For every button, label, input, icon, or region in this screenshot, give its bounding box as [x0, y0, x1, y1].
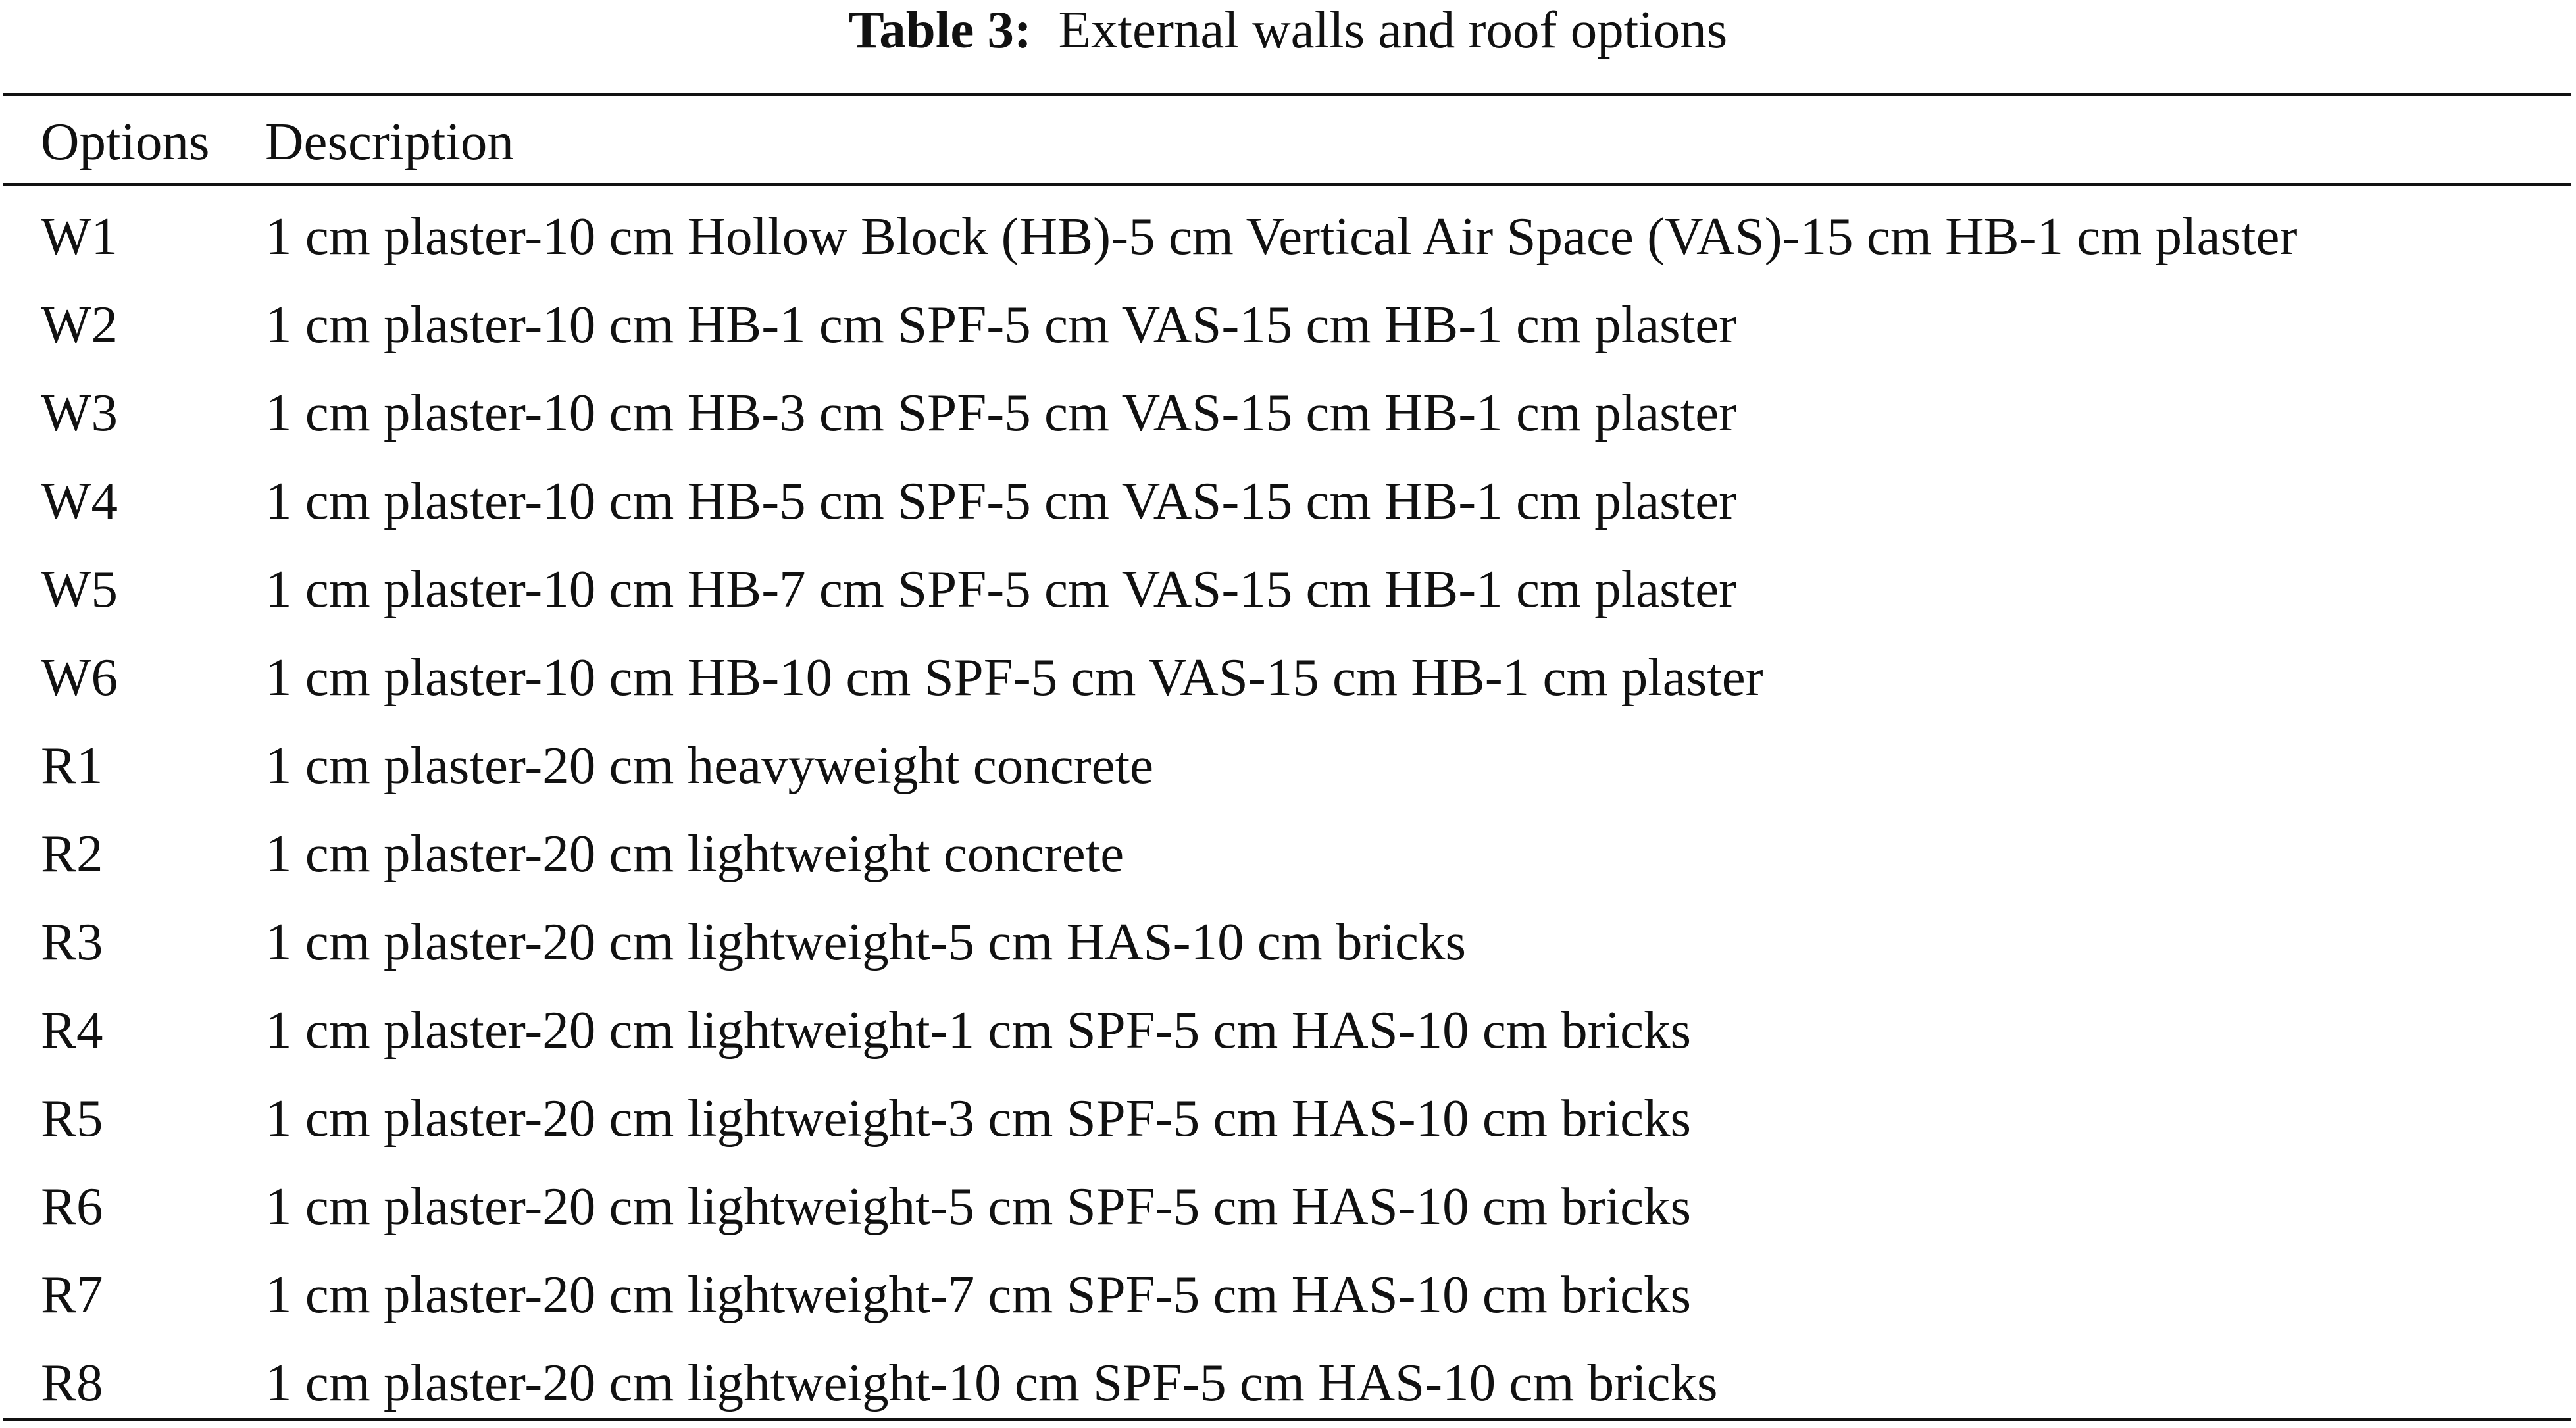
row-option: W3	[41, 383, 118, 442]
row-description: 1 cm plaster-20 cm lightweight concrete	[265, 824, 1124, 883]
table-row: R8 1 cm plaster-20 cm lightweight-10 cm …	[0, 1339, 2576, 1427]
row-option: W6	[41, 648, 118, 707]
table-header-row: Options Description	[0, 104, 2576, 192]
row-option: W5	[41, 559, 118, 619]
row-description: 1 cm plaster-20 cm heavyweight concrete	[265, 736, 1154, 795]
row-description: 1 cm plaster-20 cm lightweight-3 cm SPF-…	[265, 1088, 1692, 1148]
row-option: R4	[41, 1000, 103, 1059]
header-description: Description	[265, 112, 514, 171]
table-row: W4 1 cm plaster-10 cm HB-5 cm SPF-5 cm V…	[0, 457, 2576, 545]
table-row: R3 1 cm plaster-20 cm lightweight-5 cm H…	[0, 898, 2576, 986]
row-description: 1 cm plaster-10 cm HB-7 cm SPF-5 cm VAS-…	[265, 559, 1737, 619]
table-caption-label: Table 3:	[848, 0, 1032, 59]
row-description: 1 cm plaster-10 cm HB-3 cm SPF-5 cm VAS-…	[265, 383, 1737, 442]
row-description: 1 cm plaster-20 cm lightweight-10 cm SPF…	[265, 1353, 1718, 1412]
table-row: R7 1 cm plaster-20 cm lightweight-7 cm S…	[0, 1250, 2576, 1339]
table-bottom-rule	[3, 1418, 2571, 1421]
row-description: 1 cm plaster-10 cm Hollow Block (HB)-5 c…	[265, 207, 2298, 266]
row-option: R7	[41, 1265, 103, 1324]
row-option: R5	[41, 1088, 103, 1148]
row-description: 1 cm plaster-20 cm lightweight-5 cm SPF-…	[265, 1177, 1692, 1236]
row-description: 1 cm plaster-20 cm lightweight-7 cm SPF-…	[265, 1265, 1692, 1324]
table-caption: Table 3: External walls and roof options	[0, 0, 2576, 66]
row-description: 1 cm plaster-20 cm lightweight-5 cm HAS-…	[265, 912, 1466, 971]
table-row: W1 1 cm plaster-10 cm Hollow Block (HB)-…	[0, 192, 2576, 280]
row-description: 1 cm plaster-20 cm lightweight-1 cm SPF-…	[265, 1000, 1692, 1059]
table-row: R1 1 cm plaster-20 cm heavyweight concre…	[0, 721, 2576, 809]
table-caption-text: External walls and roof options	[1058, 0, 1728, 59]
table-row: R5 1 cm plaster-20 cm lightweight-3 cm S…	[0, 1074, 2576, 1162]
row-option: W4	[41, 471, 118, 530]
row-description: 1 cm plaster-10 cm HB-10 cm SPF-5 cm VAS…	[265, 648, 1763, 707]
row-option: W1	[41, 207, 118, 266]
row-option: R2	[41, 824, 103, 883]
row-option: R8	[41, 1353, 103, 1412]
table-row: W3 1 cm plaster-10 cm HB-3 cm SPF-5 cm V…	[0, 369, 2576, 457]
table-row: W2 1 cm plaster-10 cm HB-1 cm SPF-5 cm V…	[0, 280, 2576, 369]
table-header-rule	[3, 183, 2571, 186]
table-row: R2 1 cm plaster-20 cm lightweight concre…	[0, 809, 2576, 898]
row-option: W2	[41, 295, 118, 354]
row-description: 1 cm plaster-10 cm HB-1 cm SPF-5 cm VAS-…	[265, 295, 1737, 354]
row-option: R6	[41, 1177, 103, 1236]
table-row: R6 1 cm plaster-20 cm lightweight-5 cm S…	[0, 1162, 2576, 1250]
row-description: 1 cm plaster-10 cm HB-5 cm SPF-5 cm VAS-…	[265, 471, 1737, 530]
header-options: Options	[41, 112, 210, 171]
table-top-rule	[3, 93, 2571, 96]
table-row: W5 1 cm plaster-10 cm HB-7 cm SPF-5 cm V…	[0, 545, 2576, 633]
table-row: W6 1 cm plaster-10 cm HB-10 cm SPF-5 cm …	[0, 633, 2576, 721]
row-option: R1	[41, 736, 103, 795]
table-row: R4 1 cm plaster-20 cm lightweight-1 cm S…	[0, 986, 2576, 1074]
row-option: R3	[41, 912, 103, 971]
